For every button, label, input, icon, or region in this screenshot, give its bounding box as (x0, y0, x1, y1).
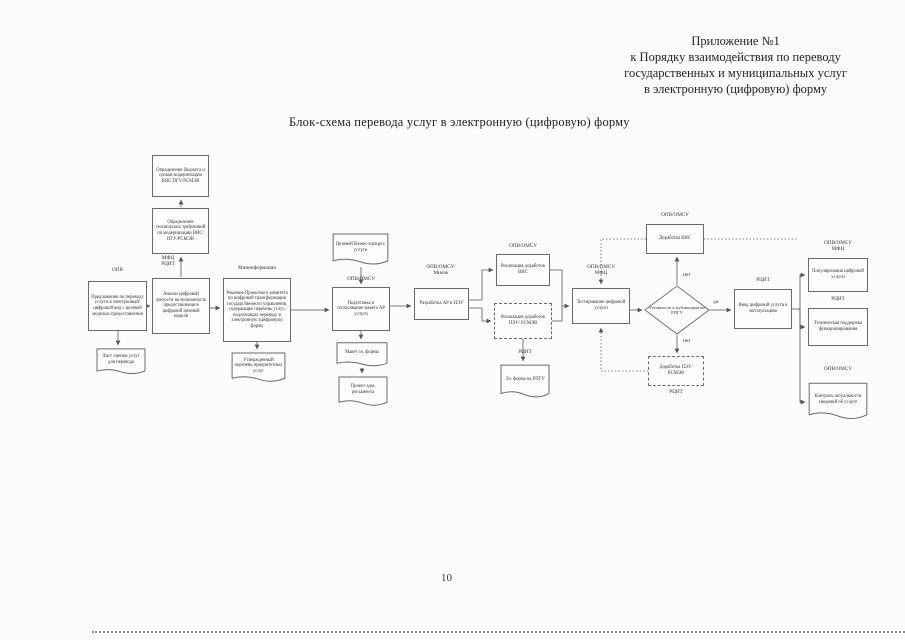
flow-node-committee-decision: Решение Проектного комитета по цифровой … (223, 278, 291, 342)
flow-node-tech-requirements: Определение технических требований по мо… (152, 208, 209, 254)
branch-label-no-bottom: нет (683, 338, 691, 344)
flow-node-popularization: Популяризация цифровой услуги (808, 258, 868, 292)
role-label-rcit-2: РЦИТ (669, 389, 683, 395)
document-shape (336, 342, 388, 368)
role-label-opv-omsu-mfc-2: ОПВ/ОМСУ МФЦ (824, 240, 852, 252)
document-shape (500, 364, 550, 400)
flow-node-proposal: Предложение по переводу услуги в электро… (88, 281, 147, 331)
flow-node-maturity-analysis: Анализ цифровой зрелости на возможность … (152, 278, 210, 334)
flow-node-vis-rework: Реализация доработок ВИС (496, 254, 550, 286)
flow-doc-relevance-control: Контроль актуальности сведений об услуге (808, 382, 868, 422)
flow-node-peu-rework: Реализация доработок ПЭУ/ РСМЭВ (494, 303, 552, 339)
document-shape (332, 233, 389, 267)
role-label-opv: ОПВ (112, 267, 123, 273)
page-title: Блок-схема перевода услуг в электронную … (289, 115, 630, 129)
doc-text: Лист оценки услуг для перевода (102, 354, 140, 365)
branch-label-yes: да (713, 299, 719, 305)
doc-text: Целевой бизнес-процесс услуги (335, 242, 386, 253)
flow-doc-approved-list: Утвержденный перечень приоритетных услуг (231, 352, 286, 384)
doc-text: Проект адм. регламента (350, 384, 376, 395)
role-label-rcit-1: РЦИТ (518, 349, 532, 355)
document-shape (96, 348, 146, 376)
doc-text: Контроль актуальности сведений об услуге (814, 394, 862, 405)
flow-doc-assessment-sheet: Лист оценки услуг для перевода (96, 348, 146, 376)
flow-node-launch: Ввод цифровой услуги в эксплуатацию (734, 289, 792, 329)
branch-label-no-top: нет (683, 272, 691, 278)
role-label-opv-omsu-2: ОПВ/ОМСУ (509, 243, 537, 249)
role-label-rcit-4: РЦИТ (831, 296, 845, 302)
page-number: 10 (441, 572, 452, 584)
role-label-opv-omsu-4: ОПВ/ОМСУ (824, 366, 852, 372)
flow-doc-target-process: Целевой бизнес-процесс услуги (332, 233, 389, 267)
role-label-mfc-rcit: МФЦ РЦИТ (161, 255, 175, 267)
flow-node-testing: Тестирование цифровой услуги (572, 288, 630, 324)
doc-text: Утвержденный перечень приоритетных услуг (234, 357, 283, 374)
doc-text: Макет эл. формы (344, 350, 380, 356)
role-label-opv-omsu-1: ОПВ/ОМСУ (347, 276, 375, 282)
flow-doc-electronic-form: Эл. форма на РПГУ (500, 364, 550, 400)
flow-doc-form-layout: Макет эл. формы (336, 342, 388, 368)
flow-node-peu-fix: Доработка ПЭУ/ РСМЭВ (648, 356, 704, 386)
flow-node-ar-development: Разработка АР и ИЭУ (414, 288, 469, 320)
role-label-opv-omsu-3: ОПВ/ОМСУ (661, 212, 689, 218)
doc-text: Эл. форма на РПГУ (505, 377, 545, 383)
document-shape (338, 376, 388, 408)
document-shape (231, 352, 286, 384)
role-label-mininform: Мининформации (237, 265, 277, 271)
role-label-opv-omsu-mfc-1: ОПВ/ОМСУ МФЦ (587, 264, 615, 276)
flow-node-vis-fix: Доработка ВИС (646, 224, 704, 254)
appendix-line: Приложение №1 (691, 34, 780, 48)
appendix-line: к Порядку взаимодействия по переводу (630, 50, 841, 64)
appendix-line: в электронную (цифровую) форму (644, 82, 828, 96)
role-label-rcit-3: РЦИТ (756, 277, 770, 283)
flow-node-layout-preparation: Подготовка и согласование макета АР услу… (332, 287, 390, 331)
appendix-line: государственных и муниципальных услуг (624, 66, 847, 80)
document-shape (808, 382, 868, 422)
flow-doc-reglament-draft: Проект адм. регламента (338, 376, 388, 408)
role-label-opv-omsu-minek: ОПВ/ОМСУ/ Минэк (426, 264, 456, 276)
bottom-dotted-rule (92, 631, 905, 633)
decision-diamond-text: Готовность к публикации на РПГУ (649, 304, 705, 315)
flow-node-budget: Определение бюджета и сроков модернизаци… (152, 155, 209, 197)
flow-node-tech-support: Техническая поддержка функционирования (808, 308, 868, 346)
appendix-header: Приложение №1 к Порядку взаимодействия п… (624, 33, 847, 97)
